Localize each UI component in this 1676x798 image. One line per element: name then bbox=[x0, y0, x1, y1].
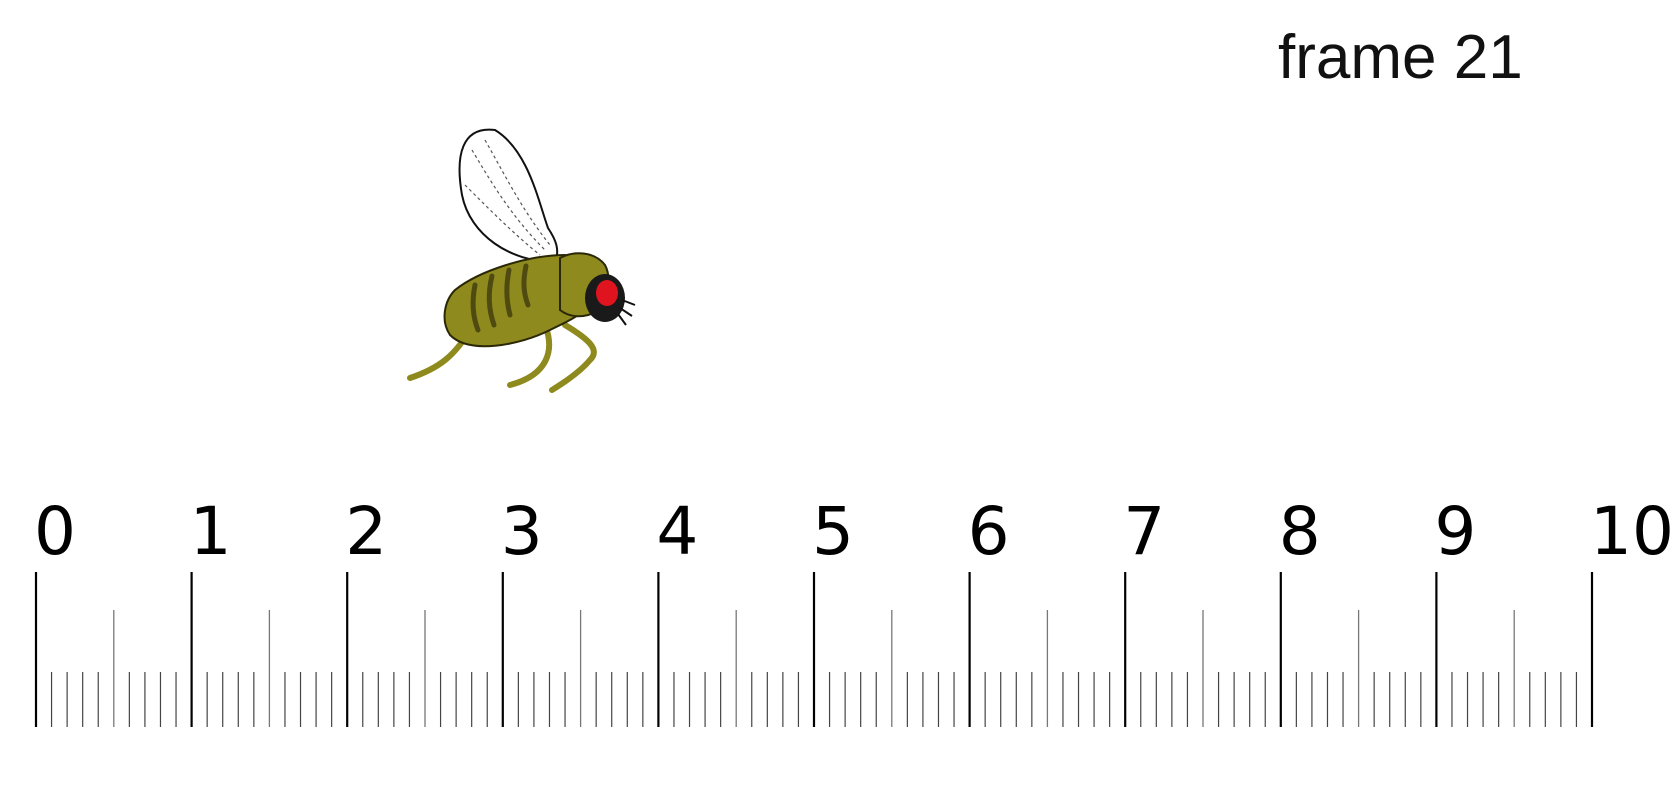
ruler: 0 1 2 3 4 5 6 7 8 9 10 bbox=[34, 493, 1674, 727]
ruler-label: 10 bbox=[1590, 493, 1674, 570]
fly-body bbox=[443, 252, 610, 348]
fly-head bbox=[585, 274, 636, 326]
ruler-label: 1 bbox=[190, 493, 232, 570]
ruler-label: 9 bbox=[1434, 493, 1476, 570]
fly-illustration bbox=[407, 128, 636, 393]
ruler-label: 3 bbox=[501, 493, 543, 570]
fly-eye bbox=[596, 280, 618, 306]
frame-label: frame 21 bbox=[1278, 23, 1523, 92]
ruler-label: 4 bbox=[656, 493, 698, 570]
fly-wing bbox=[458, 128, 559, 264]
ruler-label: 0 bbox=[34, 493, 76, 570]
ruler-label: 5 bbox=[812, 493, 854, 570]
ruler-label: 6 bbox=[968, 493, 1010, 570]
ruler-label: 7 bbox=[1123, 493, 1165, 570]
ruler-label: 8 bbox=[1279, 493, 1321, 570]
ruler-label: 2 bbox=[345, 493, 387, 570]
